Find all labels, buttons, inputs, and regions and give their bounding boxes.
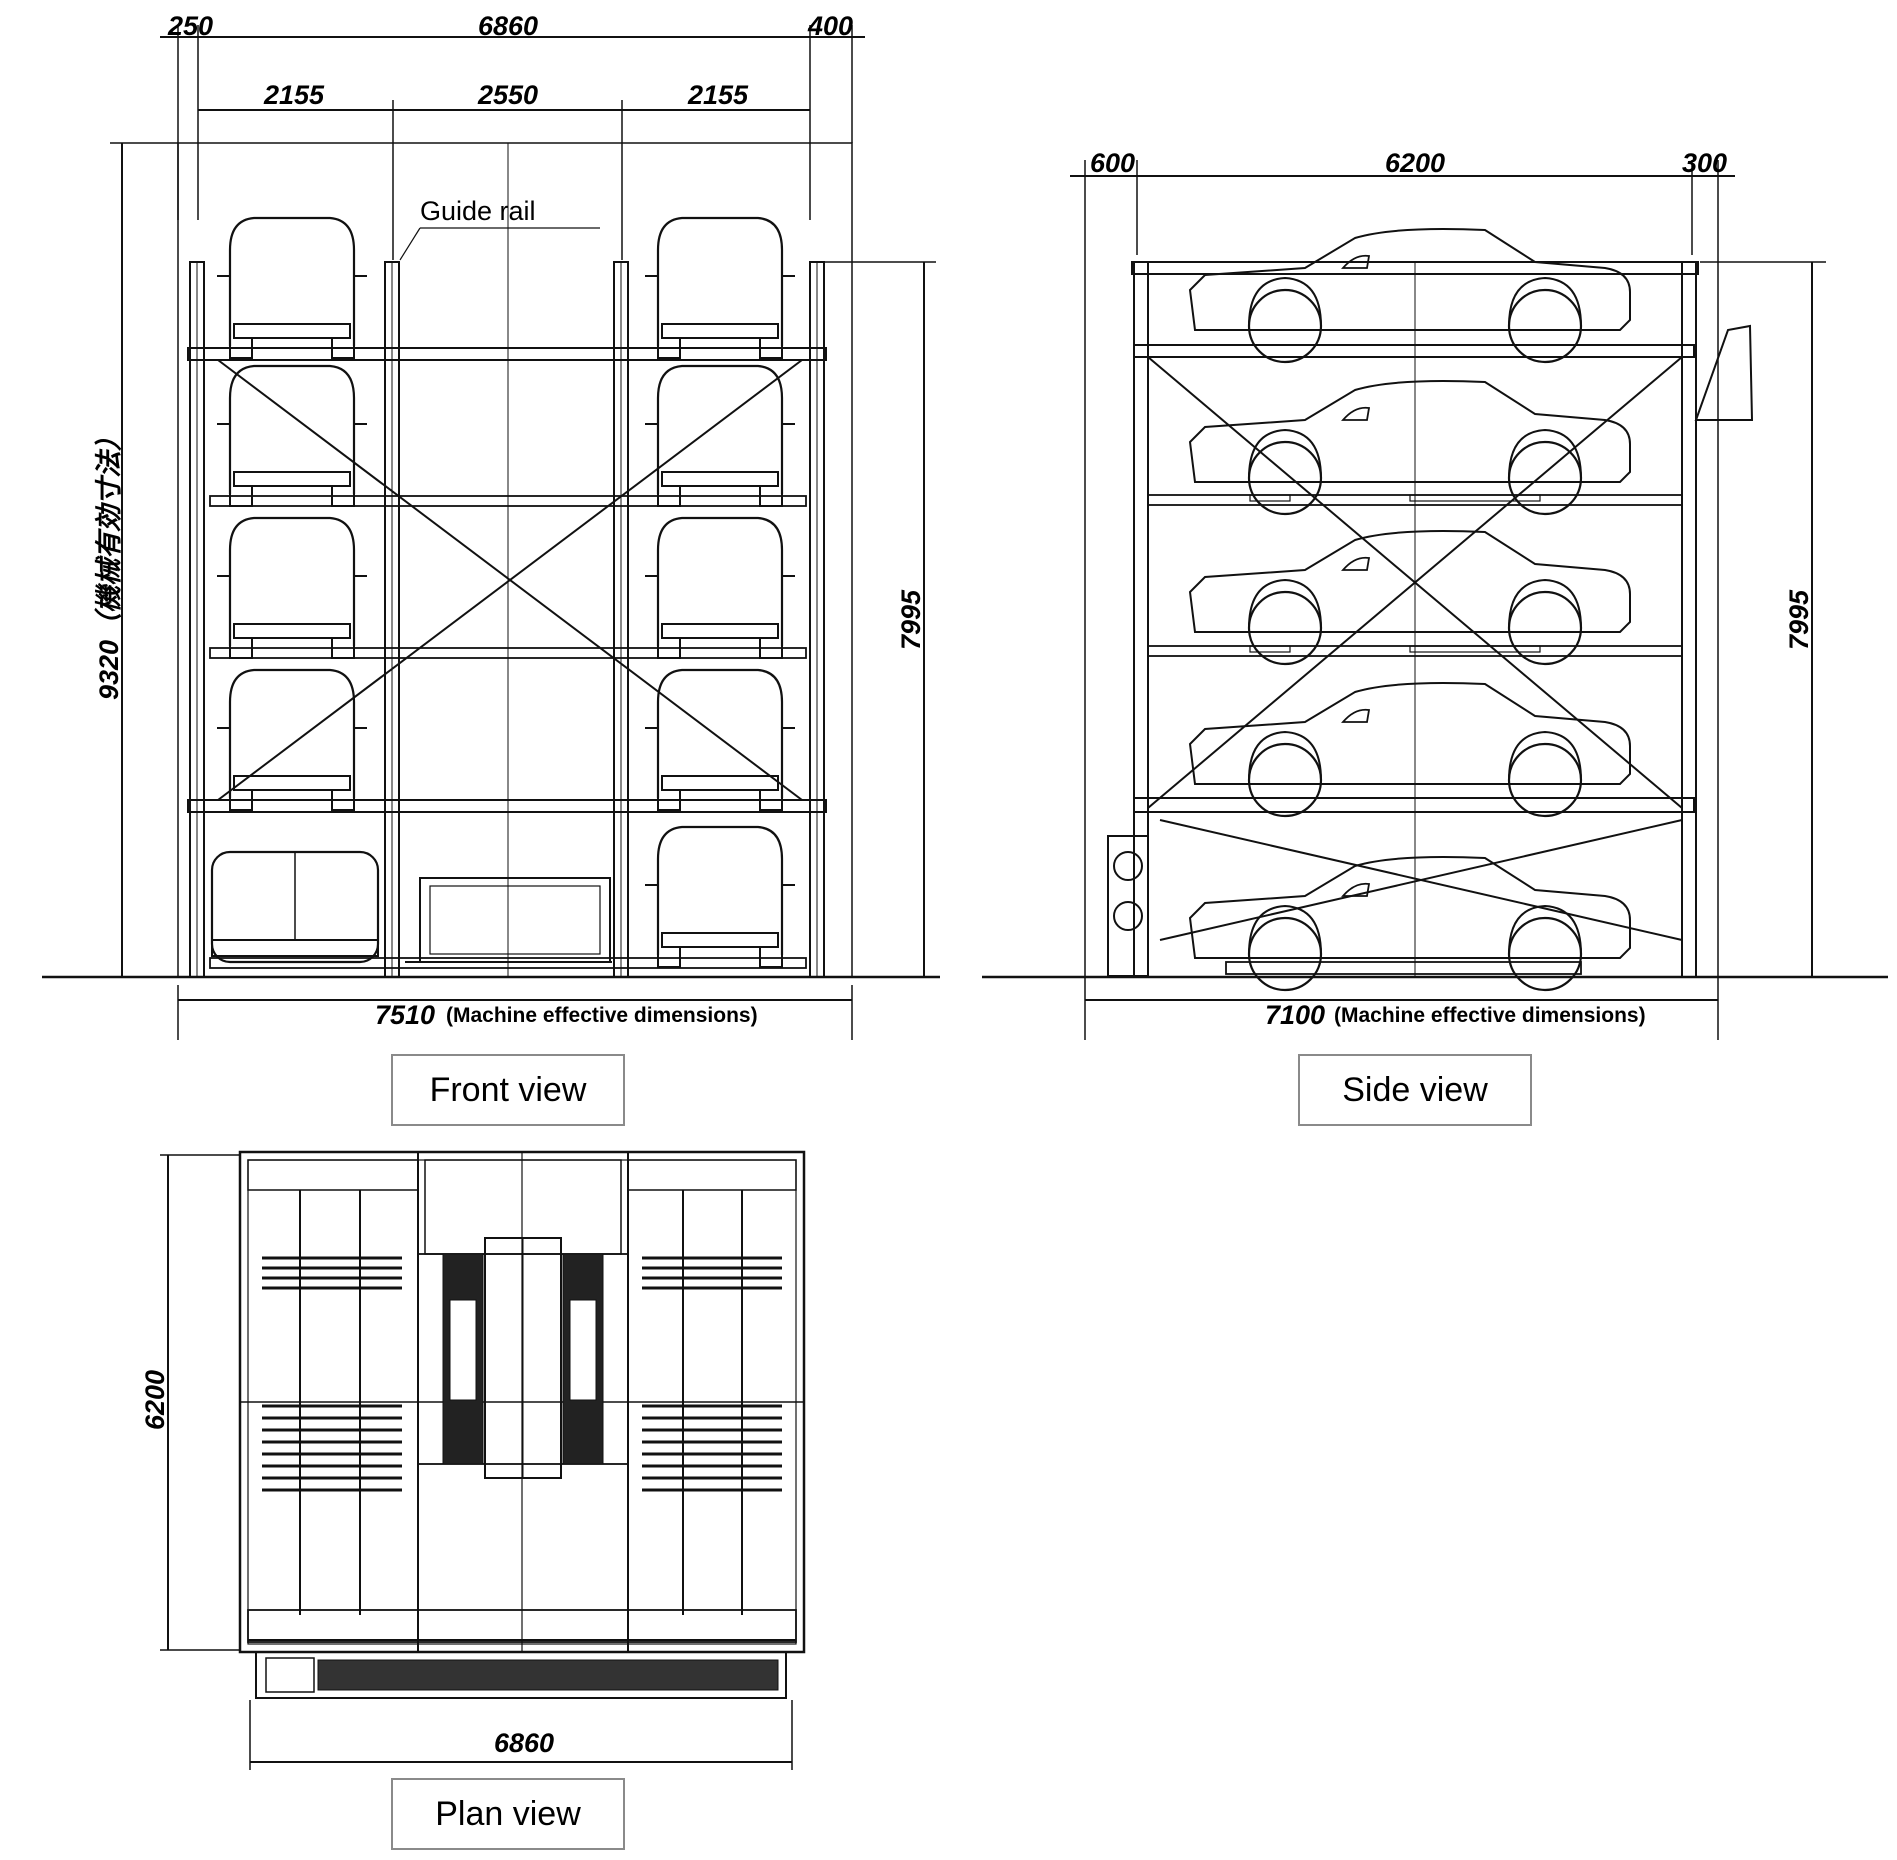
front-cars xyxy=(210,216,797,969)
side-operator-ladder xyxy=(1694,324,1754,421)
front-envelope xyxy=(177,142,853,978)
front-columns xyxy=(189,143,825,978)
front-bay-left: 2155 xyxy=(263,80,325,110)
front-dim-right: 400 xyxy=(807,11,853,41)
side-motor xyxy=(1107,835,1149,977)
front-beams xyxy=(187,347,827,969)
front-width-total: 7510 xyxy=(375,1000,435,1030)
plan-left-platform xyxy=(262,1190,402,1615)
front-dim-left: 250 xyxy=(167,11,213,41)
plan-center-carriage xyxy=(417,1237,629,1479)
front-view-drawing: 250 6860 400 2155 2550 2155 9320（機械有効寸法）… xyxy=(42,11,940,1040)
plan-depth: 6200 xyxy=(140,1370,170,1430)
guide-rail-label: Guide rail xyxy=(420,196,536,226)
side-dim-right: 300 xyxy=(1682,148,1727,178)
side-dim-left: 600 xyxy=(1090,148,1135,178)
side-frame xyxy=(1131,261,1699,978)
plan-width: 6860 xyxy=(494,1728,554,1758)
front-height-inner: 7995 xyxy=(896,589,926,650)
front-dim-span: 6860 xyxy=(478,11,538,41)
side-view-label: Side view xyxy=(1298,1054,1532,1126)
front-width-note: (Machine effective dimensions) xyxy=(446,1004,758,1027)
front-bay-middle: 2550 xyxy=(477,80,538,110)
plan-view-drawing: 6200 6860 xyxy=(140,1150,806,1770)
side-width-note: (Machine effective dimensions) xyxy=(1334,1004,1646,1027)
plan-view-label: Plan view xyxy=(391,1778,625,1850)
side-view-drawing: 600 6200 300 7995 7100 (Machine effectiv… xyxy=(982,148,1888,1040)
front-bay-right: 2155 xyxy=(687,80,749,110)
side-bolts xyxy=(1249,494,1541,653)
plan-control-box xyxy=(255,1651,787,1699)
side-dim-span: 6200 xyxy=(1385,148,1445,178)
front-height-total: 9320（機械有効寸法） xyxy=(94,424,124,700)
side-height-inner: 7995 xyxy=(1784,589,1814,650)
front-view-label: Front view xyxy=(391,1054,625,1126)
plan-right-platform xyxy=(642,1190,782,1615)
front-drive-unit xyxy=(419,877,611,963)
side-cars xyxy=(1188,227,1632,992)
side-width-total: 7100 xyxy=(1265,1000,1325,1030)
